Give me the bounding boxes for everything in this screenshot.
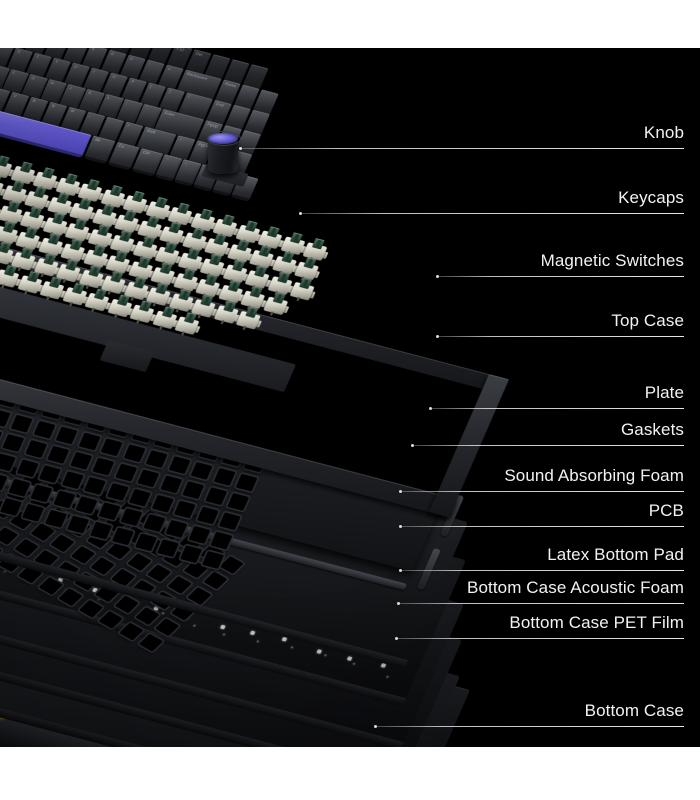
callout-label-keycaps: Keycaps [618, 188, 684, 207]
callout-label-latex: Latex Bottom Pad [547, 545, 684, 564]
keycap-legend: ← [165, 155, 172, 162]
callout-label-foam: Sound Absorbing Foam [504, 466, 684, 485]
pcb-solder-pad-small [290, 646, 294, 649]
keycap-legend: 0 [129, 56, 134, 62]
pcb-solder-pad-small [193, 624, 196, 627]
keycap-legend: G [30, 75, 37, 81]
plate-cutout [167, 575, 192, 594]
plate-cutout [14, 538, 39, 557]
callout-label-acoustic: Bottom Case Acoustic Foam [467, 578, 684, 597]
keycap-legend: - [148, 61, 152, 66]
pcb-solder-pad [347, 656, 353, 661]
keycap-legend: J [68, 85, 74, 91]
keycap-legend: V [12, 93, 18, 99]
callout-label-bottomcase: Bottom Case [584, 701, 684, 720]
keycap-legend: PgUp [206, 121, 220, 129]
keycap-legend: R [15, 49, 22, 55]
keycap-legend: H [49, 80, 56, 86]
callout-label-pet: Bottom Case PET Film [509, 613, 684, 632]
callout-label-topcase: Top Case [611, 311, 684, 330]
keycap-legend: ' [144, 105, 148, 110]
pcb-solder-pad-small [352, 662, 356, 665]
knob-component [201, 130, 249, 187]
pcb-solder-pad [219, 624, 226, 630]
keycap-legend: Alt [93, 137, 102, 143]
keycap-legend: L [106, 95, 112, 101]
keycap-legend: Enter [163, 110, 177, 118]
keycap-legend: / [126, 123, 131, 128]
magnetic-switch [260, 292, 289, 317]
plate-cutout [50, 534, 75, 553]
pcb-solder-pad-small [3, 570, 7, 573]
callout-label-gaskets: Gaskets [620, 420, 684, 439]
keycap-legend: T [34, 54, 40, 60]
keycap-legend: Del [194, 50, 204, 57]
pcb-solder-pad-small [323, 654, 327, 657]
callout-label-knob: Knob [643, 123, 684, 142]
pcb-solder-pad-small [161, 611, 165, 615]
keycap-legend: . [107, 118, 112, 123]
plate-cutout [146, 564, 172, 583]
plate-cutout [70, 545, 95, 564]
pcb-solder-pad [153, 605, 159, 611]
keycap-legend: ] [167, 88, 172, 94]
plate-cutout [219, 555, 244, 574]
bottom-white-band [0, 747, 700, 800]
keycap-legend: K [87, 90, 93, 96]
top-white-band [0, 0, 700, 48]
keycap-legend: M [69, 108, 76, 114]
pcb-solder-pad [281, 637, 288, 643]
keycap-legend: , [88, 113, 93, 118]
keycap-legend: 9 [110, 51, 115, 57]
keycap-legend: = [167, 66, 172, 72]
callout-label-switches: Magnetic Switches [540, 251, 684, 270]
keycap-legend: Home [224, 81, 238, 89]
keycap-legend: B [31, 98, 37, 104]
pcb-solder-pad [316, 648, 322, 654]
keycap-legend: Fn [117, 143, 125, 149]
keycap-legend: I [91, 69, 96, 74]
plate-cutout [90, 557, 115, 576]
pcb-solder-pad-small [222, 633, 226, 636]
keycap-legend: P [129, 79, 135, 84]
keycap-legend: ; [125, 100, 130, 106]
keycap-legend: N [50, 103, 56, 109]
diagram-canvas: EscF1F2F3F4F5F6F7F8F9F10F11F12Del~123456… [0, 48, 700, 747]
pcb-solder-pad-small [385, 675, 389, 679]
callout-anchor-dot-keycaps [299, 212, 302, 215]
keycap-legend: Shift [145, 128, 157, 135]
callout-label-plate: Plate [644, 383, 684, 402]
keycap-legend: \ [186, 93, 191, 99]
keycap-legend: F12 [175, 48, 186, 53]
keycap-legend: [ [148, 83, 153, 89]
keycap-legend: ↓ [184, 160, 189, 166]
plate-cutout [30, 522, 55, 541]
keycap-legend: Ctrl [141, 149, 151, 156]
magnetic-switch [234, 306, 262, 331]
plate-cutout [126, 552, 152, 571]
magnetic-switch [287, 277, 316, 302]
plate-cutout [0, 527, 19, 546]
pcb-solder-pad-small [98, 597, 101, 601]
pcb-solder-pad-small [256, 639, 260, 643]
keycap-legend: U [72, 64, 79, 70]
keycap-legend: O [110, 74, 117, 80]
callout-leader-line-switches [437, 276, 684, 277]
pcb-solder-pad [249, 630, 256, 636]
plate-cutout [203, 571, 228, 590]
pcb-solder-pad [380, 663, 386, 669]
keycap-legend: Y [53, 59, 59, 65]
keycap-legend: ↑ [178, 136, 184, 142]
callout-label-pcb: PCB [648, 501, 684, 520]
keycap-legend: F [11, 70, 17, 76]
keycap-legend: End [215, 101, 226, 108]
keycap-legend: 8 [91, 48, 96, 52]
keycap-legend: E [0, 48, 2, 50]
